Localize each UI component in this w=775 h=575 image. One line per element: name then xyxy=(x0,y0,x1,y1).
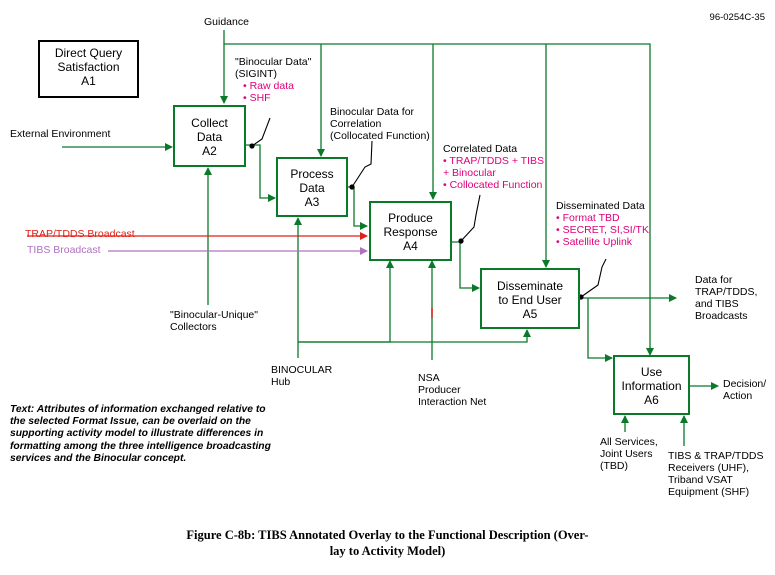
a5-line2: to End User xyxy=(498,293,562,307)
a1-line3: A1 xyxy=(81,74,96,88)
a5-line3: A5 xyxy=(522,307,538,321)
external-environment-label: External Environment xyxy=(10,128,111,140)
all-services-line2: Joint Users xyxy=(600,448,653,460)
a5-line1: Disseminate xyxy=(496,279,564,293)
a5-to-a6 xyxy=(587,298,613,362)
nsa-line2: Producer xyxy=(418,384,461,396)
guidance-line xyxy=(223,30,654,356)
tibs-receivers-line2: Receivers (UHF), xyxy=(668,462,750,474)
a2-line2: Data xyxy=(196,130,223,144)
a3-to-a4 xyxy=(348,186,368,230)
a2-line1: Collect xyxy=(191,116,228,130)
disseminated-item-3: • Satellite Uplink xyxy=(556,236,633,248)
binocular-data-item-raw: • Raw data xyxy=(243,80,294,92)
guidance-label: Guidance xyxy=(204,16,249,28)
nsa-line3: Interaction Net xyxy=(418,396,487,408)
binocular-hub-line2: Hub xyxy=(271,376,291,388)
dot-correlated xyxy=(458,238,464,244)
figure-caption: Figure C-8b: TIBS Annotated Overlay to t… xyxy=(0,527,775,559)
decision-action-label: Decision/ Action xyxy=(723,378,766,402)
data-for-line2: TRAP/TDDS, xyxy=(695,286,758,298)
a2-to-a3 xyxy=(246,144,276,202)
all-services-line1: All Services, xyxy=(600,436,658,448)
a6-line1: Use xyxy=(640,365,663,379)
tibs-receivers-line3: Triband VSAT xyxy=(668,474,733,486)
a3-box: Process Data A3 xyxy=(276,157,348,217)
a1-line1: Direct Query xyxy=(54,46,123,60)
binocular-hub-label: BINOCULAR Hub xyxy=(271,364,332,388)
binocular-unique-line2: Collectors xyxy=(170,321,217,333)
decision-line1: Decision/ xyxy=(723,378,767,390)
data-for-line3: and TIBS xyxy=(695,298,739,310)
data-for-line1: Data for xyxy=(695,274,733,286)
hub-a4 xyxy=(298,260,394,343)
trap-tdds-broadcast-label: TRAP/TDDS Broadcast xyxy=(25,228,135,240)
a6-line3: A6 xyxy=(644,393,659,407)
caption-line1: Figure C-8b: TIBS Annotated Overlay to t… xyxy=(186,528,589,542)
nsa-label: NSA Producer Interaction Net xyxy=(418,372,486,408)
dot-binocular-corr xyxy=(349,184,355,190)
pointer-disseminated xyxy=(580,258,607,298)
disseminated-item-2: • SECRET, SI,SI/TK xyxy=(556,224,649,236)
data-for-broadcasts-label: Data for TRAP/TDDS, and TIBS Broadcasts xyxy=(695,274,757,322)
pointer-binocular-data xyxy=(251,117,271,147)
dot-binocular-data xyxy=(249,143,255,149)
disseminated-title: Disseminated Data xyxy=(556,200,645,212)
tibs-broadcast-label: TIBS Broadcast xyxy=(27,244,101,256)
tibs-receivers-line1: TIBS & TRAP/TDDS xyxy=(668,450,764,462)
data-for-line4: Broadcasts xyxy=(695,310,748,322)
binocular-corr-line2: Correlation xyxy=(330,118,382,130)
a4-line3: A4 xyxy=(403,239,418,253)
a4-line1: Produce xyxy=(388,211,433,225)
binocular-data-annotation: "Binocular Data" (SIGINT) • Raw data • S… xyxy=(235,56,311,104)
a4-line2: Response xyxy=(383,225,438,239)
a2-box: Collect Data A2 xyxy=(173,105,246,167)
pointer-correlated xyxy=(460,194,481,242)
a1-line2: Satisfaction xyxy=(57,60,120,74)
correlated-title: Correlated Data xyxy=(443,143,518,155)
disseminated-item-1: • Format TBD xyxy=(556,212,620,224)
overlay-note: Text: Attributes of information exchange… xyxy=(10,404,271,464)
document-id: 96-0254C-35 xyxy=(709,12,765,23)
binocular-unique-label: "Binocular-Unique" Collectors xyxy=(170,309,258,333)
tibs-receivers-line4: Equipment (SHF) xyxy=(668,486,750,498)
hub-a5 xyxy=(298,329,531,343)
a6-box: Use Information A6 xyxy=(613,355,690,415)
pointer-binocular-corr xyxy=(351,140,373,188)
tibs-receivers-label: TIBS & TRAP/TDDS Receivers (UHF), Triban… xyxy=(668,450,764,498)
decision-line2: Action xyxy=(723,390,753,402)
correlated-data-annotation: Correlated Data • TRAP/TDDS + TIBS + Bin… xyxy=(443,143,544,191)
a4-box: Produce Response A4 xyxy=(369,201,452,261)
a4-to-a5 xyxy=(452,241,480,292)
a3-line2: Data xyxy=(299,181,325,195)
binocular-correlation-annotation: Binocular Data for Correlation (Collocat… xyxy=(330,106,430,142)
binocular-data-item-shf: • SHF xyxy=(243,92,271,104)
caption-line2: lay to Activity Model) xyxy=(329,544,446,558)
all-services-label: All Services, Joint Users (TBD) xyxy=(600,436,658,472)
correlated-item-3: • Collocated Function xyxy=(443,179,543,191)
binocular-data-title2: (SIGINT) xyxy=(235,68,277,80)
a1-box: Direct Query Satisfaction A1 xyxy=(38,40,139,98)
binocular-unique-line1: "Binocular-Unique" xyxy=(170,309,258,321)
correlated-item-2: + Binocular xyxy=(443,167,496,179)
binocular-corr-line3: (Collocated Function) xyxy=(330,130,430,142)
binocular-hub-line1: BINOCULAR xyxy=(271,364,333,376)
binocular-corr-line1: Binocular Data for xyxy=(330,106,415,118)
a3-line1: Process xyxy=(290,167,334,181)
disseminated-data-annotation: Disseminated Data • Format TBD • SECRET,… xyxy=(556,200,649,248)
a5-box: Disseminate to End User A5 xyxy=(480,268,580,329)
a3-line3: A3 xyxy=(304,195,320,209)
a6-line2: Information xyxy=(621,379,682,393)
binocular-data-title1: "Binocular Data" xyxy=(235,56,312,68)
a2-line3: A2 xyxy=(202,144,217,158)
correlated-item-1: • TRAP/TDDS + TIBS xyxy=(443,155,545,167)
all-services-line3: (TBD) xyxy=(600,460,628,472)
nsa-line1: NSA xyxy=(418,372,440,384)
